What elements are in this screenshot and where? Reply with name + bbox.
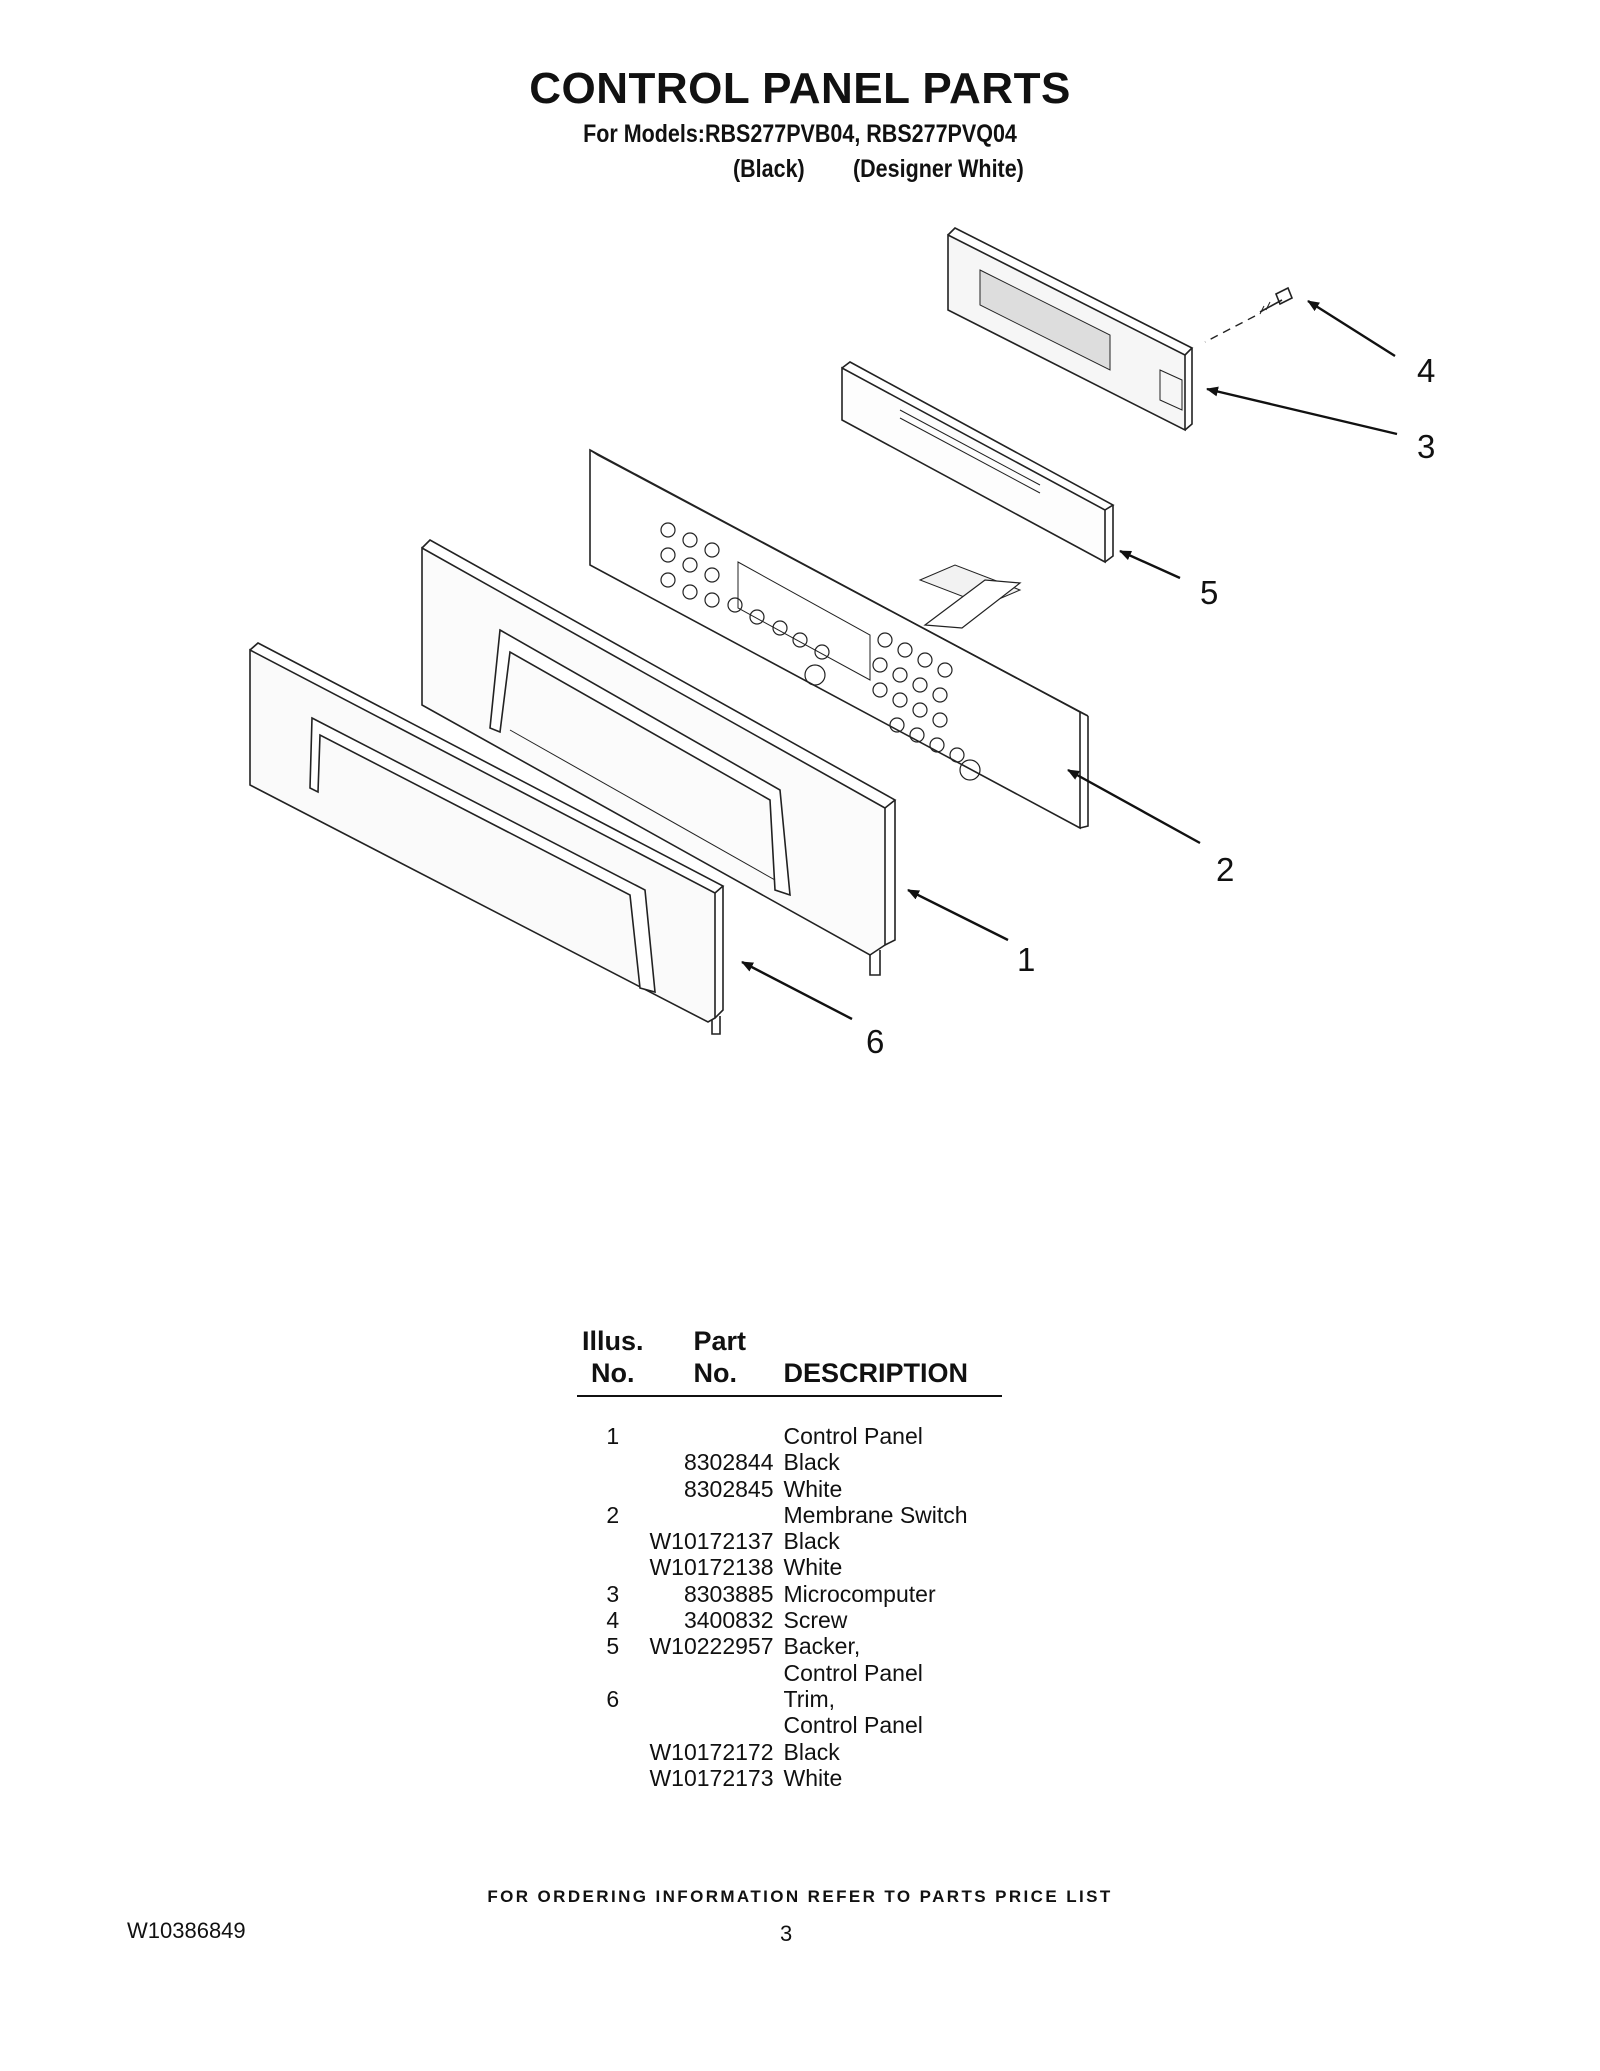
illus-no-cell (577, 1765, 644, 1791)
illus-no-cell: 5 (606, 1633, 620, 1660)
description-cell: Trim, (783, 1685, 836, 1712)
models-line: For Models:RBS277PVB04, RBS277PVQ04 (583, 120, 1017, 148)
document-number: W10386849 (127, 1918, 246, 1943)
table-header-row: Illus. No. Part No. DESCRIPTION (577, 1325, 1002, 1397)
callout-4: 4 (1417, 352, 1435, 389)
part-no-cell (644, 1712, 784, 1738)
header-illus-no: Illus. No. (577, 1325, 644, 1397)
callout-5: 5 (1200, 574, 1218, 611)
table-row: W10172172 Black (577, 1739, 1002, 1765)
ordering-note: FOR ORDERING INFORMATION REFER TO PARTS … (487, 1887, 1113, 1906)
table-row: Control Panel (577, 1712, 1002, 1738)
description-cell: Backer, (783, 1633, 861, 1660)
part-no-cell: W10172138 (649, 1554, 774, 1581)
table-row: W10172137 Black (577, 1528, 1002, 1554)
description-cell: Membrane Switch (783, 1501, 968, 1528)
part-membrane-switch (589, 448, 1089, 830)
table-row: 8302845 White (577, 1476, 1002, 1502)
page-number: 3 (780, 1921, 793, 1946)
description-cell: Control Panel (783, 1712, 923, 1739)
illus-no-cell (577, 1449, 644, 1475)
part-no-cell: 8302844 (683, 1449, 774, 1476)
description-cell: Black (783, 1528, 840, 1555)
part-no-cell (644, 1502, 784, 1528)
table-row: Control Panel (577, 1660, 1002, 1686)
ribbon-cable (923, 579, 1022, 629)
table-row: W10172173 White (577, 1765, 1002, 1791)
table-row: 6 Trim, (577, 1686, 1002, 1712)
header-description: DESCRIPTION (783, 1325, 1002, 1397)
illus-no-cell (577, 1712, 644, 1738)
illus-no-cell: 6 (606, 1685, 620, 1712)
description-cell: Control Panel (783, 1659, 923, 1686)
description-cell: Screw (783, 1607, 848, 1634)
description-cell: Black (783, 1738, 840, 1765)
illus-no-cell (577, 1528, 644, 1554)
part-no-cell: 8302845 (683, 1475, 774, 1502)
illus-no-cell (577, 1476, 644, 1502)
part-trim-control-panel (249, 642, 725, 1035)
variant-designer-white: (Designer White) (853, 155, 1024, 183)
part-no-cell: W10172173 (649, 1764, 774, 1791)
illus-no-cell (577, 1554, 644, 1580)
part-microcomputer (947, 227, 1194, 432)
part-no-cell: 3400832 (683, 1607, 774, 1634)
part-screw (1204, 286, 1294, 343)
part-no-cell (644, 1686, 784, 1712)
illus-no-cell: 2 (606, 1501, 620, 1528)
table-row: 4 3400832 Screw (577, 1607, 1002, 1633)
part-control-panel (421, 539, 897, 976)
exploded-parts-diagram: 4 3 5 2 1 6 (249, 227, 1435, 1060)
callout-1: 1 (1017, 941, 1035, 978)
part-no-cell: 8303885 (683, 1580, 774, 1607)
table-row: 5 W10222957 Backer, (577, 1633, 1002, 1659)
description-cell: White (783, 1554, 843, 1581)
header-part-no: Part No. (643, 1325, 784, 1397)
illus-no-cell: 3 (606, 1580, 620, 1607)
table-row: 1 Control Panel (577, 1396, 1002, 1449)
illus-no-cell: 4 (606, 1607, 620, 1634)
illus-no-cell (577, 1739, 644, 1765)
callout-2: 2 (1216, 851, 1234, 888)
part-no-cell (644, 1396, 784, 1449)
description-cell: Microcomputer (783, 1580, 936, 1607)
keypad-buttons (660, 522, 981, 781)
part-backer-control-panel (841, 361, 1115, 564)
callout-arrows (741, 299, 1398, 1021)
part-no-cell: W10222957 (649, 1633, 774, 1660)
illus-no-cell: 1 (606, 1423, 620, 1449)
callout-3: 3 (1417, 428, 1435, 465)
table-row: W10172138 White (577, 1554, 1002, 1580)
table-row: 2 Membrane Switch (577, 1502, 1002, 1528)
part-no-cell (644, 1660, 784, 1686)
variant-black: (Black) (733, 155, 805, 183)
illus-no-cell (577, 1660, 644, 1686)
table-row: 3 8303885 Microcomputer (577, 1581, 1002, 1607)
page-title: CONTROL PANEL PARTS (529, 64, 1071, 113)
description-cell: White (783, 1764, 843, 1791)
part-no-cell: W10172137 (649, 1528, 774, 1555)
callout-6: 6 (866, 1023, 884, 1060)
table-row: 8302844 Black (577, 1449, 1002, 1475)
description-cell: White (783, 1475, 843, 1502)
description-cell: Control Panel (783, 1423, 923, 1449)
part-no-cell: W10172172 (649, 1738, 774, 1765)
description-cell: Black (783, 1449, 840, 1476)
